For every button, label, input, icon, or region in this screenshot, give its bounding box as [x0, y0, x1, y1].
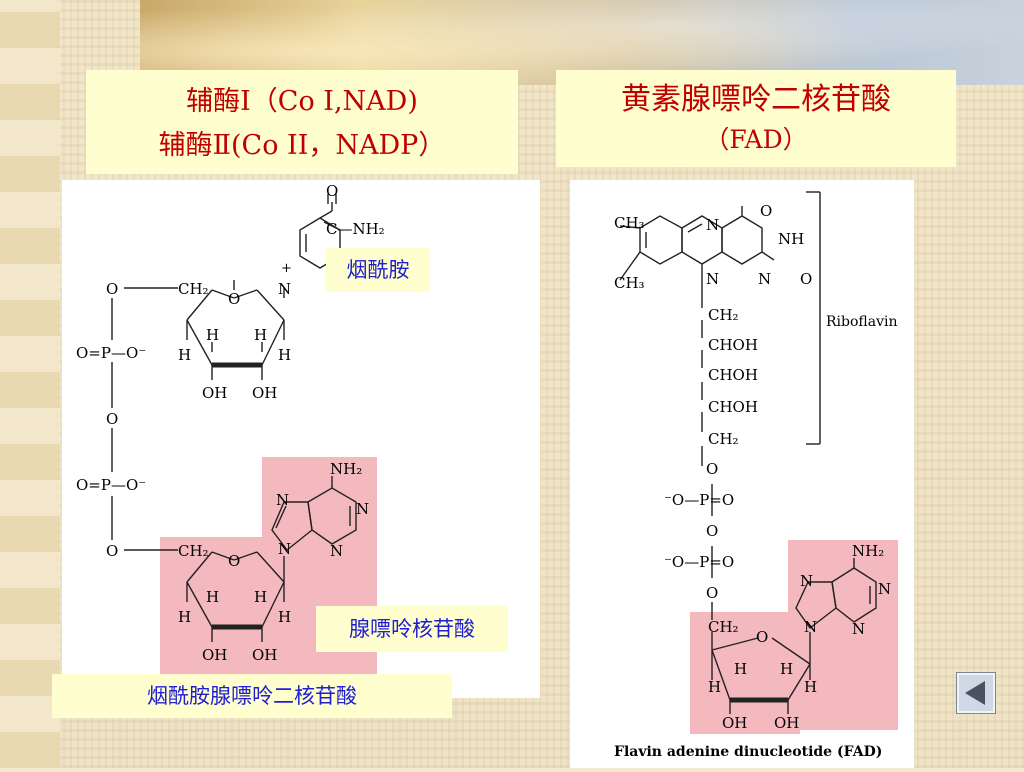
fad-ch3-top: CH₃ [614, 214, 645, 232]
nad-o1: O [106, 280, 118, 298]
fad-o-top: O [760, 202, 772, 220]
nad-n4: N [278, 540, 291, 558]
fad-oh2: OH [774, 714, 799, 732]
nad-o2: O [106, 542, 118, 560]
fad-h1: H [734, 660, 747, 678]
nad-n1: N [276, 491, 289, 509]
nad-ring-o2: O [228, 552, 240, 570]
nad-h2: H [254, 326, 267, 344]
nad-oh3: OH [202, 646, 227, 664]
nad-h5: H [206, 588, 219, 606]
fad-n1: N [800, 572, 813, 590]
previous-slide-button[interactable] [956, 672, 996, 714]
nad-ring-o1: O [228, 290, 240, 308]
fad-ch3-bottom: CH₃ [614, 274, 645, 292]
fad-oh1: OH [722, 714, 747, 732]
nad-h8: H [278, 608, 291, 626]
nad-n2: N [356, 500, 369, 518]
ribose-highlight [160, 537, 277, 695]
fad-o-right: O [800, 270, 812, 288]
fad-adenine-highlight [788, 540, 898, 730]
fad-h3: H [708, 678, 721, 696]
fad-n4: N [804, 618, 817, 636]
fad-n-c: N [706, 270, 719, 288]
title-fad-2: （FAD） [704, 125, 808, 154]
fad-h2: H [780, 660, 793, 678]
fad-caption: Flavin adenine dinucleotide (FAD) [614, 744, 882, 760]
fad-choh-2: CHOH [708, 366, 758, 384]
nad-phosphate-1: O=P—O⁻ [76, 344, 146, 362]
label-nad-name: 烟酰胺腺嘌呤二核苷酸 [52, 674, 452, 718]
nad-oh1: OH [202, 384, 227, 402]
fad-o2: O [706, 522, 718, 540]
nad-h4: H [278, 346, 291, 364]
title-fad-1: 黄素腺嘌呤二核苷酸 [621, 82, 891, 117]
fad-ribose-highlight [690, 612, 800, 734]
nad-amide: C—NH₂ [326, 220, 385, 238]
fad-structure-diagram: CH₃ CH₃ N N N O NH O CH₂ CHOH CHOH CHOH … [614, 191, 898, 760]
fad-n3: N [852, 620, 865, 638]
title-box-coenzyme: 辅酶Ⅰ（Co I,NAD) 辅酶Ⅱ(Co II，NADP） [86, 70, 518, 174]
fad-ch2-c: CH₂ [708, 618, 739, 636]
nad-ch2-2: CH₂ [178, 542, 209, 560]
nad-plus: + [281, 261, 292, 276]
fad-nh: NH [778, 230, 804, 248]
fad-ch2-a: CH₂ [708, 306, 739, 324]
left-triangle-icon [965, 681, 985, 705]
nad-h3: H [178, 346, 191, 364]
fad-n-a: N [706, 216, 719, 234]
fad-choh-3: CHOH [708, 398, 758, 416]
fad-structure-panel: CH₃ CH₃ N N N O NH O CH₂ CHOH CHOH CHOH … [570, 180, 914, 768]
nad-structure-diagram: O C—NH₂ N + O CH₂ O H H H H OH OH O=P—O⁻… [76, 182, 385, 695]
fad-o3: O [706, 584, 718, 602]
adenine-highlight [262, 457, 377, 695]
fad-h4: H [804, 678, 817, 696]
nad-h6: H [254, 588, 267, 606]
decorative-strip [0, 0, 60, 768]
title-coenzyme-1: 辅酶Ⅰ（Co I,NAD) [186, 86, 418, 117]
fad-ring-o: O [756, 628, 768, 646]
nad-o-top: O [326, 182, 338, 200]
nad-bridge-o: O [106, 410, 118, 428]
fad-phosphate-1: ⁻O—P=O [664, 491, 734, 509]
fad-n-b: N [758, 270, 771, 288]
nad-n-plus: N [278, 280, 291, 298]
title-box-fad: 黄素腺嘌呤二核苷酸 （FAD） [556, 70, 956, 167]
nad-oh2: OH [252, 384, 277, 402]
nad-nh2: NH₂ [330, 460, 362, 478]
fad-o1: O [706, 460, 718, 478]
title-coenzyme-2: 辅酶Ⅱ(Co II，NADP） [158, 130, 446, 161]
nad-n3: N [330, 542, 343, 560]
fad-riboflavin: Riboflavin [826, 314, 898, 330]
fad-n2: N [878, 580, 891, 598]
label-adenosine: 腺嘌呤核苷酸 [316, 606, 508, 652]
nad-phosphate-2: O=P—O⁻ [76, 476, 146, 494]
fad-ch2-b: CH₂ [708, 430, 739, 448]
fad-phosphate-2: ⁻O—P=O [664, 553, 734, 571]
fad-choh-1: CHOH [708, 336, 758, 354]
label-nicotinamide: 烟酰胺 [326, 248, 430, 292]
fad-nh2: NH₂ [852, 542, 884, 560]
nad-ch2-1: CH₂ [178, 280, 209, 298]
nad-h7: H [178, 608, 191, 626]
nad-oh4: OH [252, 646, 277, 664]
nad-h1: H [206, 326, 219, 344]
